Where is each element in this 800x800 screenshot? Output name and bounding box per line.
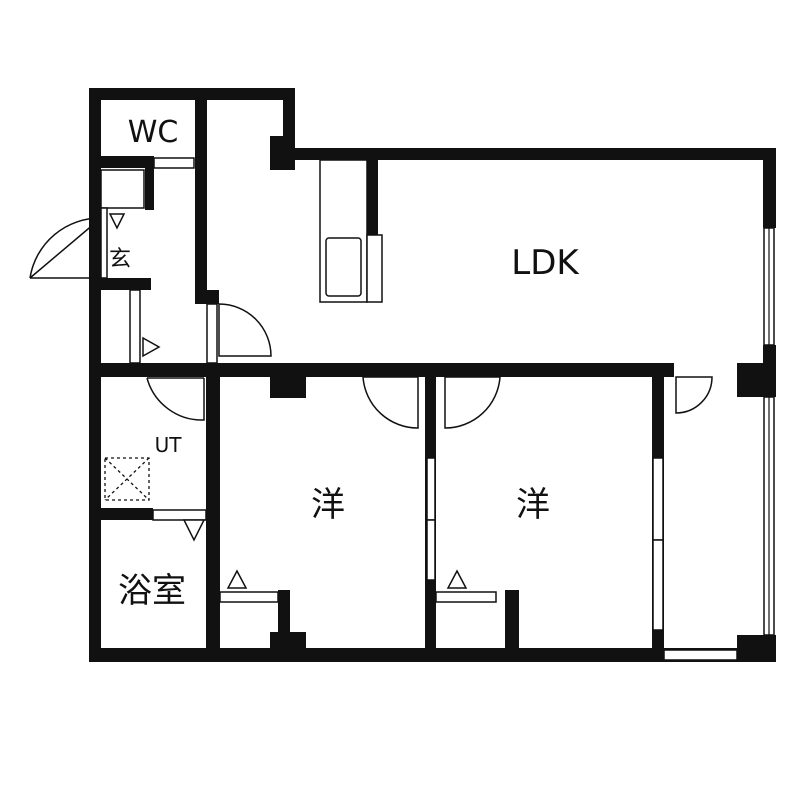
windows xyxy=(129,157,775,661)
western-room-right-label: 洋 xyxy=(516,485,550,525)
doors xyxy=(29,217,713,429)
washer-space xyxy=(104,457,150,501)
closets xyxy=(219,591,497,603)
direction-markers xyxy=(108,213,468,589)
kitchen-counter xyxy=(319,159,383,303)
wc-label: WC xyxy=(128,115,179,150)
shoe-storage xyxy=(100,169,145,279)
ldk-label: LDK xyxy=(511,243,580,283)
entrance-label: 玄 xyxy=(109,247,131,272)
western-room-left-label: 洋 xyxy=(311,485,345,525)
utility-label: UT xyxy=(155,433,183,457)
bath-label: 浴室 xyxy=(118,571,186,611)
